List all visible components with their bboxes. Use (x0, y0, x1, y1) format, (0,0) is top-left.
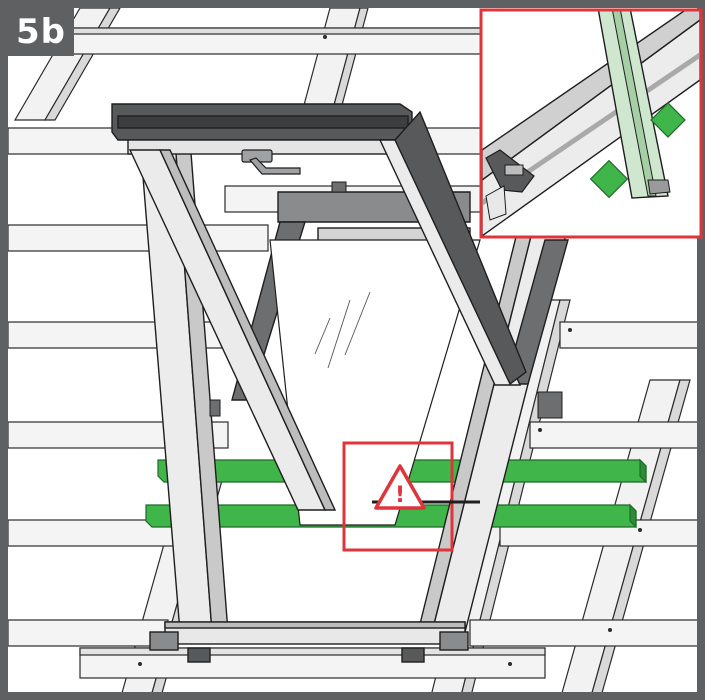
sash-sides (128, 110, 527, 511)
detail-inset (479, 8, 703, 239)
step-number-badge: 5b (8, 8, 74, 56)
sash-top-rail (111, 103, 413, 155)
detail-inset-border (479, 8, 703, 239)
glass-reflection (314, 291, 371, 369)
warning-symbol: ! (395, 483, 405, 508)
window-handle (241, 149, 301, 175)
warning-triangle-icon (374, 464, 426, 510)
warning-highlight-box (342, 441, 454, 552)
hinge-brackets (209, 181, 563, 419)
